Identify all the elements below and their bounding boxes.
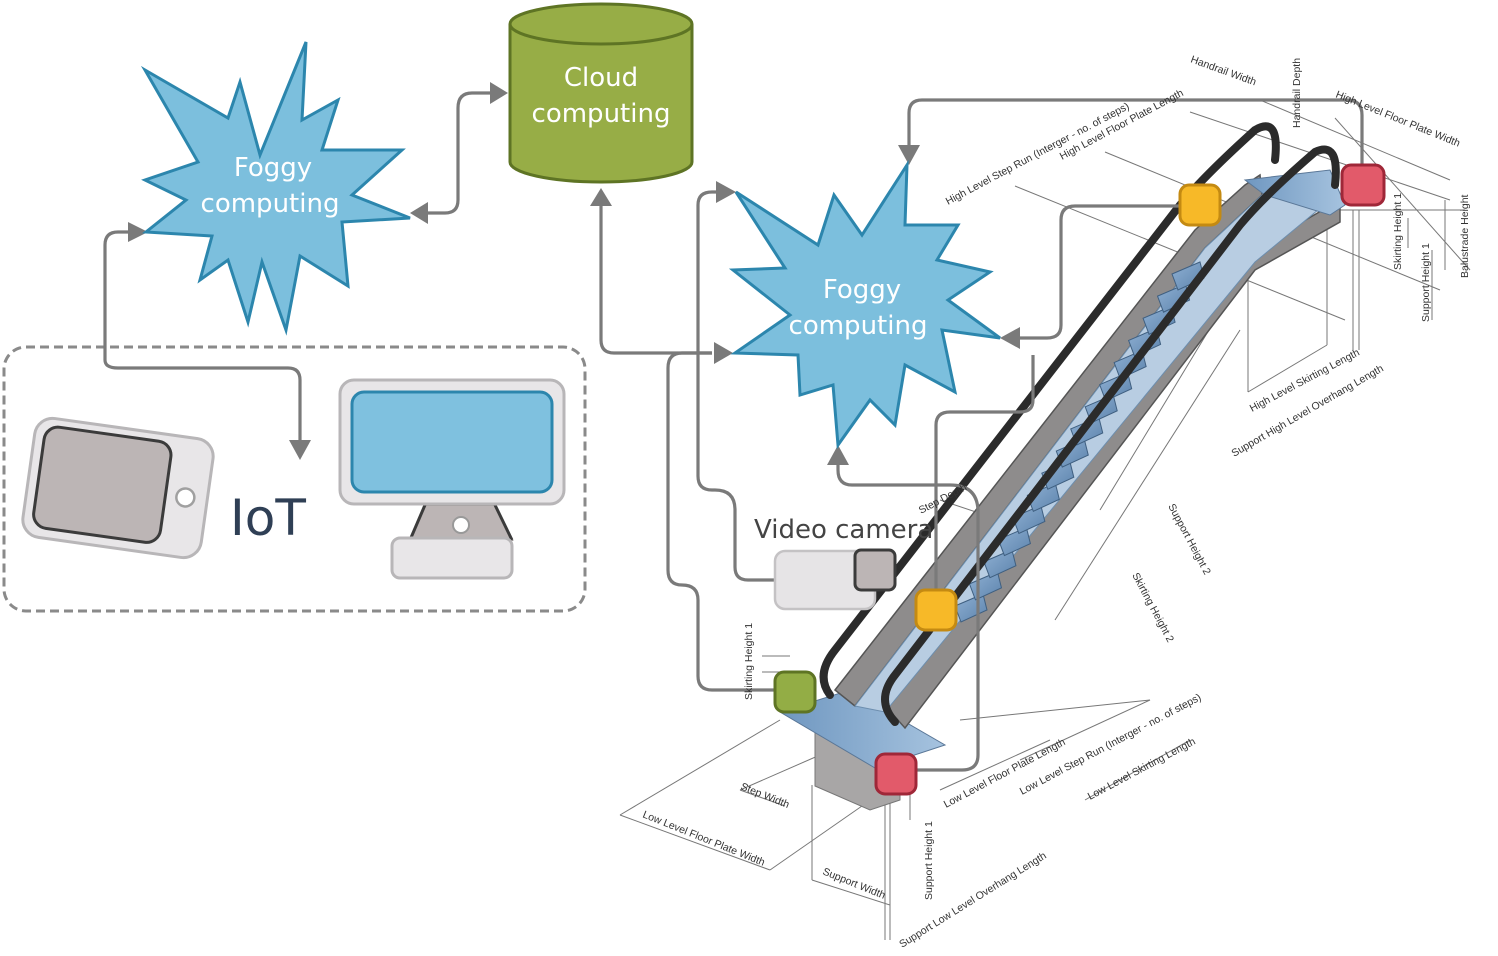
video-camera-label: Video camera	[754, 515, 933, 545]
tablet-icon	[21, 416, 215, 560]
sensor-yellow-bottom	[914, 588, 958, 632]
label-skirting-height-1-top: Skirting Height 1	[1392, 193, 1404, 270]
fog-star-left	[140, 41, 411, 336]
sensors	[773, 163, 1386, 796]
iot-label: IoT	[230, 489, 306, 547]
label-skirting-height-1-bottom: Skirting Height 1	[743, 623, 755, 700]
fog-node-right: Foggy computing	[728, 159, 1001, 450]
cloud-line2: computing	[532, 99, 671, 129]
handrail-left	[819, 122, 1280, 699]
fog-node-left: Foggy computing	[140, 41, 411, 336]
cloud-cylinder-top	[508, 2, 694, 46]
cloud-line1: Cloud	[564, 63, 638, 93]
high-floor-plate	[1243, 169, 1346, 216]
connectors-right	[666, 98, 1364, 772]
label-support-width: Support Width	[821, 866, 887, 902]
iot-group-border	[2, 345, 587, 613]
handrail-right	[881, 145, 1340, 726]
iot-group: IoT	[2, 345, 587, 613]
escalator-step	[1026, 482, 1060, 513]
escalator-drawing	[619, 99, 1471, 940]
label-balustrade-height: Balustrade Height	[1459, 194, 1471, 278]
fog-left-line2: computing	[201, 189, 340, 219]
label-high-floor-plate-length: High Level Floor Plate Length	[1058, 87, 1186, 163]
label-skirting-height-2: Skirting Height 2	[1129, 571, 1176, 645]
label-high-floor-plate-width: High Level Floor Plate Width	[1334, 89, 1462, 150]
video-camera: Video camera	[754, 515, 933, 611]
cloud-cylinder-body	[508, 24, 694, 184]
label-support-low-overhang: Support Low Level Overhang Length	[897, 850, 1049, 951]
escalator-step	[997, 526, 1031, 557]
escalator-step	[1156, 283, 1191, 313]
escalator-step	[1012, 504, 1046, 535]
fog-star-right	[728, 159, 1001, 450]
label-support-height-1-bottom: Support Height 1	[923, 821, 935, 900]
low-floor-plate	[778, 689, 947, 769]
sensor-red-top	[1340, 163, 1386, 207]
cloud-node: Cloud computing	[508, 2, 694, 184]
label-handrail-width: Handrail Width	[1189, 54, 1258, 89]
fog-left-line1: Foggy	[234, 153, 312, 183]
label-support-height-2: Support Height 2	[1165, 502, 1213, 577]
monitor-icon	[338, 378, 566, 580]
sensor-green	[773, 670, 817, 714]
escalator-step	[1142, 305, 1176, 335]
fog-right-line2: computing	[789, 311, 928, 341]
sensor-yellow-top	[1178, 183, 1222, 227]
connectors-left	[103, 82, 733, 460]
label-step-width: Step Width	[739, 781, 791, 811]
label-support-height-1-top: Support Height 1	[1420, 243, 1432, 322]
label-low-floor-plate-width: Low Level Floor Plate Width	[641, 809, 767, 869]
escalator-step	[983, 549, 1017, 579]
sensor-red-bottom	[874, 752, 918, 796]
label-high-skirting-length: High Level Skirting Length	[1248, 346, 1362, 414]
camera-lens-icon	[853, 548, 897, 592]
label-high-step-run: High Level Step Run (Interger - no. of s…	[944, 100, 1132, 207]
fog-right-line1: Foggy	[823, 275, 901, 305]
label-handrail-depth: Handrail Depth	[1291, 58, 1303, 128]
